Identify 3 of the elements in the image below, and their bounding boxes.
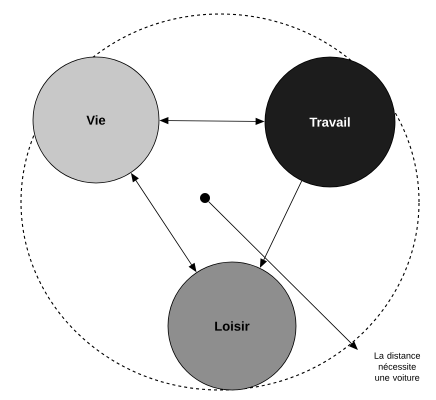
dot xyxy=(200,193,210,203)
arrow xyxy=(208,201,358,350)
note-text: La distance nécessite une voiture xyxy=(374,352,420,381)
